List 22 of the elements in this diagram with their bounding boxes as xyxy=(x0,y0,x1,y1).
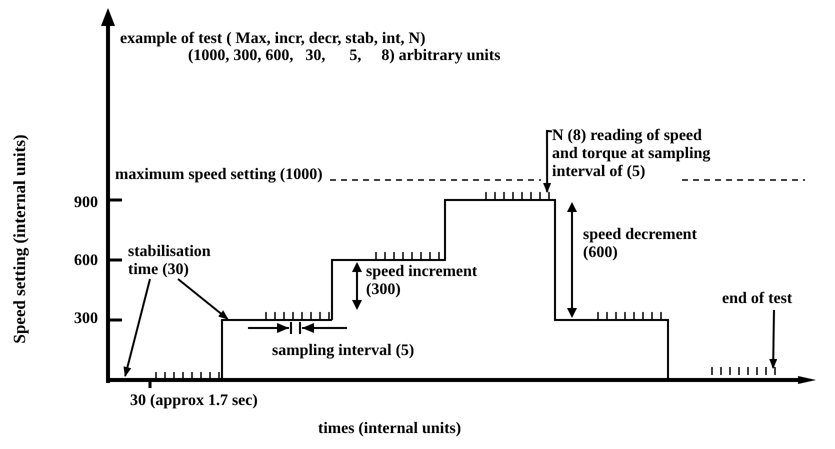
tick-label: 600 xyxy=(73,252,98,270)
sampling-marks xyxy=(485,191,550,201)
annotation-text: sampling interval (5) xyxy=(272,342,414,360)
annotation-text: stabilisation time (30) xyxy=(128,243,212,279)
step-line-segment xyxy=(221,319,332,380)
annotation-text: end of test xyxy=(722,290,794,308)
tick-label: 900 xyxy=(73,194,98,212)
annotation-text: maximum speed setting (1000) xyxy=(115,166,323,184)
annotation-text: speed increment (300) xyxy=(366,263,478,299)
leader-arrow xyxy=(769,310,778,369)
tick-label: 300 xyxy=(73,310,98,328)
annotation-text: example of test ( Max, incr, decr, stab, int, N) xyxy=(120,30,426,48)
axis-title: times (internal units) xyxy=(318,420,462,438)
leader-arrow xyxy=(543,130,552,193)
annotation-text: 30 (approx 1.7 sec) xyxy=(130,392,258,410)
axis-title: Speed setting (internal units) xyxy=(11,133,29,346)
annotation-text: speed decrement (600) xyxy=(583,226,698,262)
annotation-text: (1000, 300, 600, 30, 5, 8) arbitrary units xyxy=(188,47,500,65)
sampling-marks xyxy=(711,366,776,376)
leader-arrow xyxy=(177,278,228,320)
annotation-text: N (8) reading of speed and torque at sampling interval of (5) xyxy=(552,127,712,181)
leader-arrow xyxy=(124,278,151,377)
